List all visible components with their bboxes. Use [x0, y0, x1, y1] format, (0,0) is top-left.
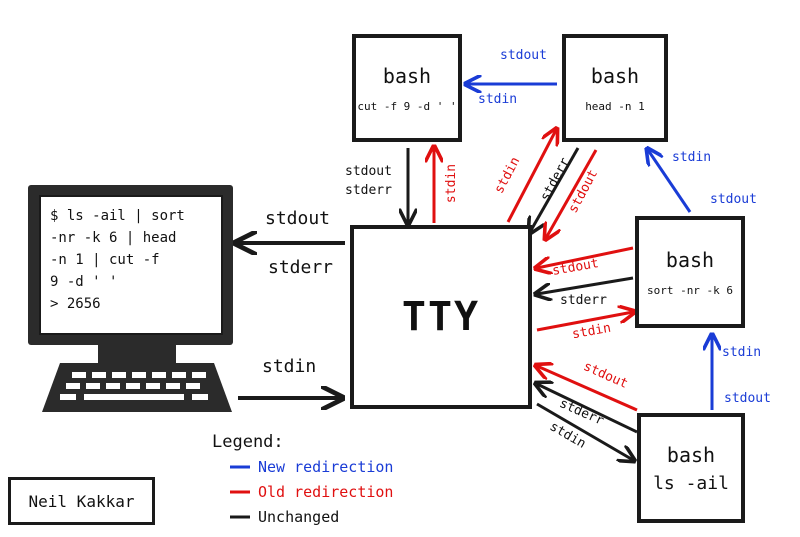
- legend-title: Legend:: [212, 432, 284, 452]
- screen-line-5: > 2656: [50, 296, 101, 312]
- legend-item-old: Old redirection: [258, 483, 394, 501]
- cut-tty-stdout-label: stdout: [345, 164, 392, 179]
- tty-box: TTY: [350, 225, 532, 409]
- sort-head-stdin-label: stdin: [672, 150, 712, 165]
- computer-screen: $ ls -ail | sort -nr -k 6 | head -n 1 | …: [50, 205, 185, 315]
- bash-ls-cmd: ls -ail: [653, 472, 729, 494]
- cut-tty-stderr-label: stderr: [345, 183, 392, 198]
- bash-cut-title: bash: [382, 63, 432, 88]
- bash-sort-cmd: sort -nr -k 6: [646, 283, 734, 297]
- bash-ls-title: bash: [666, 442, 716, 467]
- sort-head-stdout-label: stdout: [710, 192, 757, 207]
- tty-sort-stdin-arrow: [536, 312, 633, 332]
- screen-line-1: $ ls -ail | sort: [50, 208, 185, 224]
- ls-tty-stdout-arrow: [537, 366, 638, 412]
- bash-sort-box: bash sort -nr -k 6: [635, 216, 745, 328]
- tty-label: TTY: [401, 294, 481, 340]
- tty-cut-stdin-label: stdin: [444, 163, 460, 204]
- screen-line-3: -n 1 | cut -f: [50, 252, 160, 268]
- cut-head-stdin-label: stdin: [478, 92, 518, 107]
- ls-sort-stdin-label: stdin: [722, 345, 762, 360]
- bash-sort-title: bash: [665, 247, 715, 272]
- head-tty-stdout-arrow: [546, 149, 598, 238]
- computer-stderr-label: stderr: [268, 257, 334, 278]
- author-box: Neil Kakkar: [8, 477, 155, 525]
- bash-head-title: bash: [590, 63, 640, 88]
- computer-stdin-label: stdin: [262, 356, 317, 377]
- bash-head-box: bash head -n 1: [562, 34, 668, 142]
- screen-line-4: 9 -d ' ': [50, 274, 118, 290]
- legend-item-new: New redirection: [258, 458, 394, 476]
- screen-line-2: -nr -k 6 | head: [50, 230, 177, 246]
- ls-tty-stderr-arrow: [537, 384, 638, 434]
- bash-cut-cmd: cut -f 9 -d ' ': [357, 99, 457, 113]
- legend-item-unchanged: Unchanged: [258, 508, 340, 526]
- sort-head-arrow: [648, 150, 692, 213]
- bash-ls-box: bash ls -ail: [637, 413, 745, 523]
- ls-sort-stdout-label: stdout: [724, 391, 771, 406]
- computer-icon: [28, 185, 233, 412]
- head-tty-stderr-arrow: [530, 147, 580, 232]
- tty-head-stdin-arrow: [506, 130, 556, 223]
- computer-stdout-label: stdout: [265, 208, 331, 229]
- bash-head-cmd: head -n 1: [585, 99, 645, 113]
- sort-tty-stderr-arrow: [537, 276, 634, 294]
- tty-ls-stdin-arrow: [536, 402, 633, 460]
- head-cut-stdout-label: stdout: [500, 48, 547, 63]
- sort-tty-stderr-label: stderr: [560, 293, 607, 308]
- bash-cut-box: bash cut -f 9 -d ' ': [352, 34, 462, 142]
- sort-tty-stdout-arrow: [537, 246, 634, 268]
